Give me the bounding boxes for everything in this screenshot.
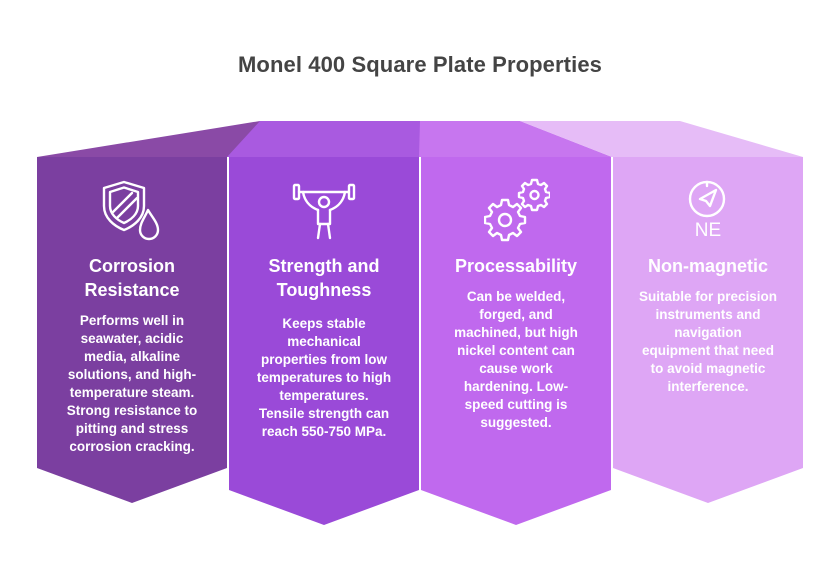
desc-line: temperature steam. [69, 385, 195, 400]
desc-line: media, alkaline [83, 349, 181, 364]
desc-line: Keeps stable [282, 316, 366, 331]
desc-line: corrosion cracking. [69, 439, 195, 454]
panel-heading-line1: Non-magnetic [647, 256, 768, 276]
panel-strength: Strength and Toughness Keeps stable mech… [229, 254, 419, 441]
desc-line: pitting and stress [75, 421, 189, 436]
shield-drop-icon [102, 180, 160, 241]
desc-line: Suitable for precision [638, 289, 778, 304]
page-title: Monel 400 Square Plate Properties [238, 52, 602, 77]
desc-line: nickel content can [457, 343, 575, 358]
panel-3-top-face [419, 121, 612, 157]
desc-line: Can be welded, [466, 289, 566, 304]
panel-processability: Processability Can be welded, forged, an… [421, 254, 611, 432]
panel-heading-line2: Toughness [276, 280, 372, 300]
desc-line: solutions, and high- [67, 367, 197, 382]
desc-line: temperatures. [279, 388, 369, 403]
panel-heading-line2: Resistance [84, 280, 180, 300]
desc-line: seawater, acidic [80, 331, 184, 346]
panel-heading-line1: Processability [454, 256, 578, 276]
panel-heading-line1: Strength and [268, 256, 380, 276]
panel-1-body [37, 157, 227, 503]
desc-line: navigation [674, 325, 742, 340]
desc-line: cause work [479, 361, 553, 376]
panel-non-magnetic: Non-magnetic Suitable for precision inst… [613, 254, 803, 396]
desc-line: equipment that need [641, 343, 774, 358]
weightlifter-icon [292, 183, 356, 240]
desc-line: forged, and [479, 307, 553, 322]
panel-2-body [229, 157, 419, 525]
desc-line: machined, but high [454, 325, 578, 340]
desc-line: temperatures to high [256, 370, 392, 385]
desc-line: suggested. [480, 415, 552, 430]
panel-corrosion: Corrosion Resistance Performs well in se… [37, 254, 227, 456]
panel-4-top-face [520, 121, 803, 157]
desc-line: Strong resistance to [66, 403, 198, 418]
desc-line: to avoid magnetic [650, 361, 766, 376]
panel-3-body [421, 157, 611, 525]
desc-line: Performs well in [79, 313, 185, 328]
desc-line: mechanical [287, 334, 361, 349]
desc-line: reach 550-750 MPa. [261, 424, 387, 439]
gears-icon [484, 178, 550, 242]
panel-1-top-face [37, 121, 260, 157]
compass-icon [688, 180, 726, 218]
desc-line: Tensile strength can [258, 406, 390, 421]
panel-heading-line1: Corrosion [88, 256, 175, 276]
panel-4-body [613, 157, 803, 503]
panel-2-top-face [227, 121, 420, 157]
desc-line: interference. [667, 379, 749, 394]
desc-line: hardening. Low- [463, 379, 569, 394]
desc-line: properties from low [260, 352, 387, 367]
compass-ne-label: NE [694, 220, 722, 241]
desc-line: speed cutting is [464, 397, 568, 412]
desc-line: instruments and [655, 307, 761, 322]
